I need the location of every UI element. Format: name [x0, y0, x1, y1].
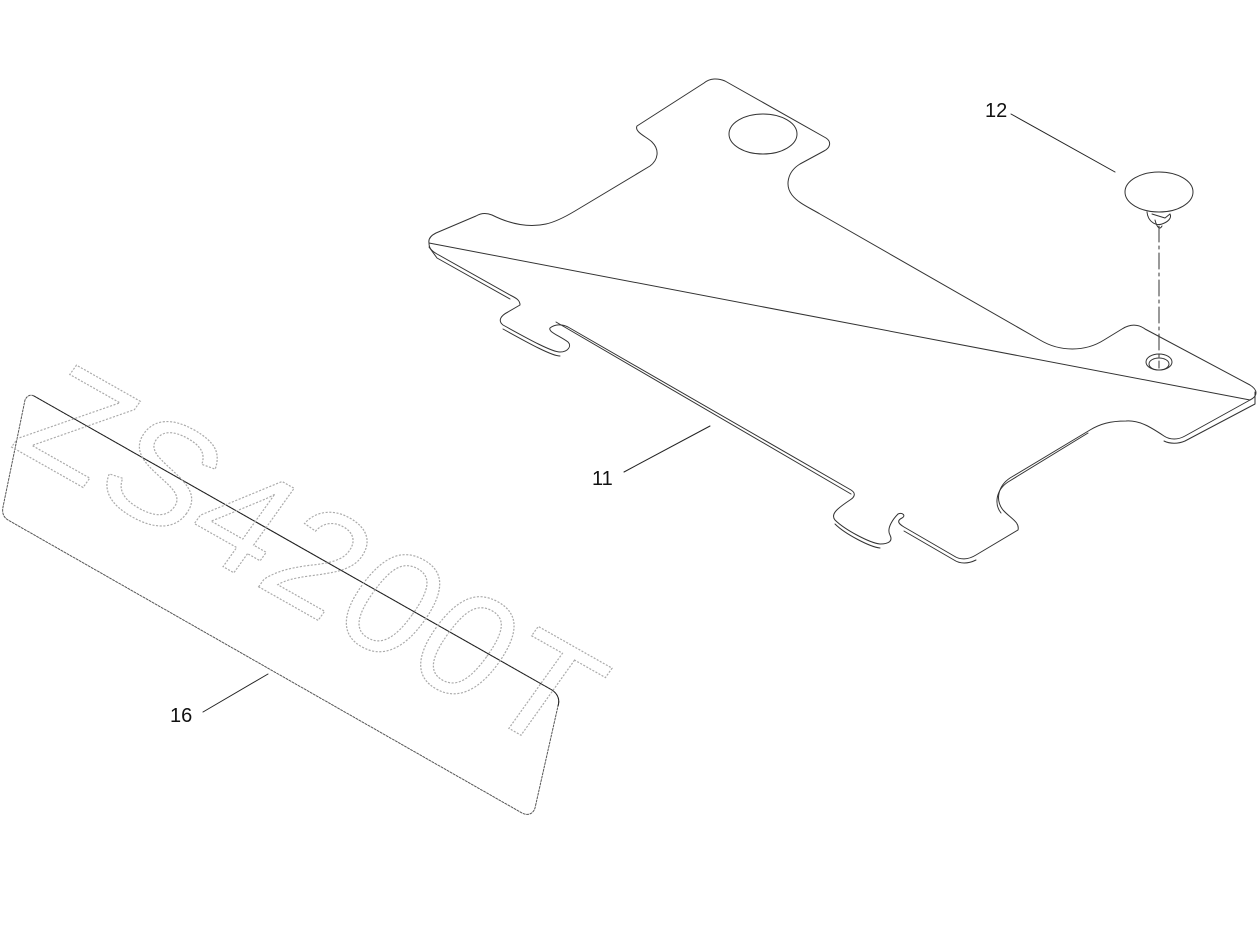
decal-lettering: ZS4200T: [0, 333, 636, 782]
push-plug-part: [1124, 171, 1194, 369]
decal-text: ZS4200T: [0, 334, 636, 782]
leader-line-16: [202, 673, 269, 713]
callout-12: 12: [985, 100, 1008, 122]
callout-11: 11: [592, 468, 613, 490]
plate-part: [428, 78, 1257, 564]
decal-part: [2, 394, 560, 815]
callout-16: 16: [170, 705, 193, 727]
leader-line-11: [623, 425, 711, 473]
leader-line-12: [1010, 113, 1116, 173]
